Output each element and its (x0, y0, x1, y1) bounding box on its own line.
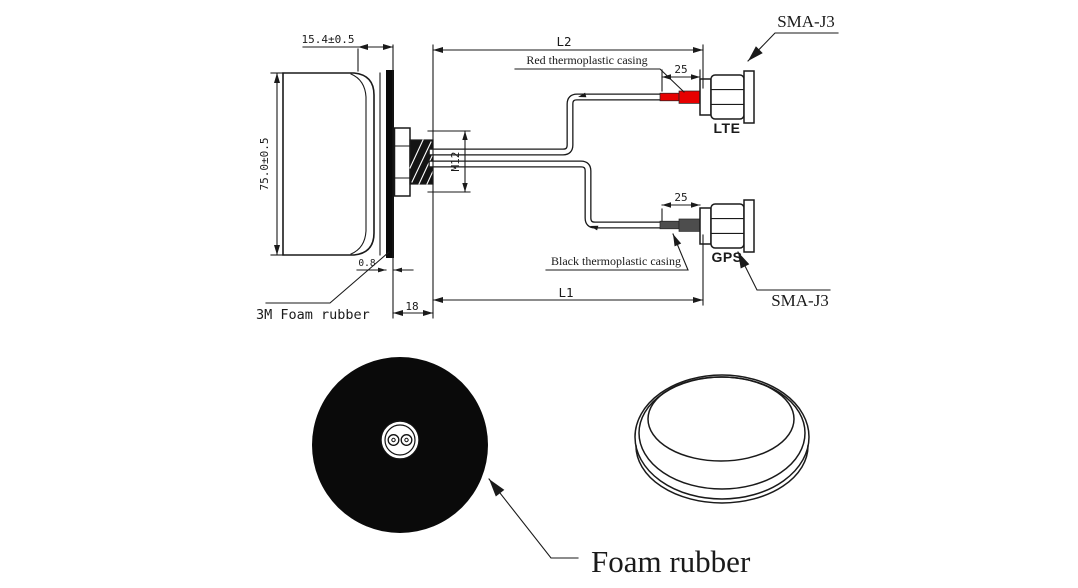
arrowheads (274, 44, 763, 497)
label-foam-rubber: Foam rubber (591, 544, 751, 579)
label-sma-top: SMA-J3 (777, 12, 835, 31)
dim-casing-bottom: 25 (674, 191, 687, 204)
dome-perspective-view (634, 374, 810, 504)
dim-mount-length: 18 (405, 300, 418, 313)
dim-l1: L1 (558, 285, 573, 300)
dim-thread-size: M12 (449, 152, 462, 172)
sma-connector-gps (699, 199, 755, 253)
label-sma-bottom: SMA-J3 (771, 291, 829, 310)
dome-side-view (282, 72, 381, 256)
linework (265, 32, 839, 559)
dim-casing-top: 25 (674, 63, 687, 76)
dimension-lines (270, 44, 704, 319)
foam-strip-side (386, 70, 394, 258)
dim-l2: L2 (556, 34, 571, 49)
label-gps-port: GPS (711, 249, 742, 265)
red-casing (659, 90, 702, 104)
label-lte-port: LTE (714, 120, 741, 136)
mount-nut (393, 127, 411, 197)
dim-cap-width: 15.4±0.5 (302, 33, 355, 46)
sma-connector-lte (699, 70, 755, 124)
dim-foam-thickness: 0.8 (358, 258, 375, 269)
label-black-casing: Black thermoplastic casing (551, 254, 681, 268)
black-casing (659, 218, 702, 232)
cable-gps (428, 160, 665, 229)
dim-body-height: 75.0±0.5 (258, 138, 271, 191)
label-red-casing: Red thermoplastic casing (526, 53, 647, 67)
cable-lte (428, 93, 665, 156)
label-3m-foam: 3M Foam rubber (256, 307, 370, 323)
foam-bottom-view (312, 357, 488, 533)
